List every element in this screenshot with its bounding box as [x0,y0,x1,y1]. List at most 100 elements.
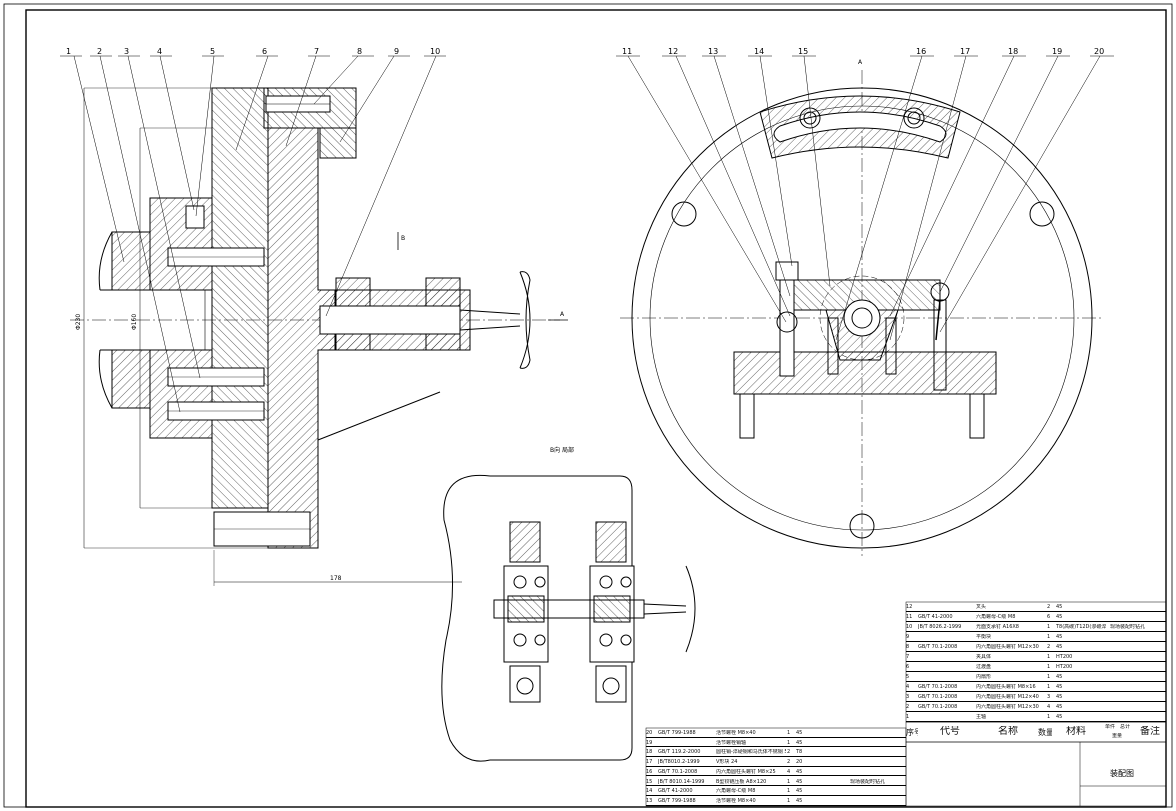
parts-cell-no: 12 [906,604,913,610]
parts-cell-qty: 4 [1047,704,1051,710]
parts-cell-mat: 45 [1056,704,1063,710]
parts-cell-name: V形块 24 [716,759,738,766]
balloon-15: 15 [798,47,808,56]
parts-cell-name: 过渡盘 [976,664,992,670]
balloon-5: 5 [210,47,215,56]
parts-cell-mat: 45 [796,730,803,736]
parts-cell-name: 夹具体 [976,654,992,660]
leader-lines-right [616,55,1114,341]
parts-cell-code: GB/T 70.1-2008 [918,694,958,700]
parts-row [906,692,1166,702]
parts-row [906,632,1166,642]
parts-cell-name: 平衡块 [976,634,992,640]
parts-cell-qty: 1 [787,797,791,804]
parts-row [646,738,906,748]
parts-cell-no: 8 [906,644,910,650]
balloon-13: 13 [708,47,718,56]
view-label-a: A [560,311,565,318]
parts-row [646,747,906,758]
parts-row [906,622,1166,632]
parts-cell-qty: 1 [1047,664,1051,670]
view-label-b: B [401,235,405,242]
parts-cell-qty: 1 [1047,624,1051,630]
parts-cell-no: 3 [906,694,910,700]
parts-cell-mat: HT200 [1056,654,1073,660]
parts-cell-qty: 2 [1047,644,1051,650]
balloon-12: 12 [668,47,678,56]
parts-row [906,602,1166,612]
parts-cell-mat: 45 [1056,684,1063,690]
parts-cell-no: 11 [906,614,913,620]
parts-row [646,757,906,767]
parts-cell-code: GB/T 70.1-2008 [918,704,958,710]
parts-cell-mat: 45 [796,778,803,785]
parts-cell-qty: 1 [787,730,791,736]
parts-cell-mat: 45 [1056,634,1063,640]
balloon-18: 18 [1008,47,1018,56]
leader-lines-left [60,55,446,413]
parts-cell-qty: 1 [1047,714,1051,720]
parts-cell-no: 20 [646,730,653,736]
parts-cell-mat: 45 [1056,714,1063,720]
parts-cell-no: 19 [646,739,653,746]
parts-cell-code: GB/T 119.2-2000 [658,749,701,756]
balloon-labels-left: 1 2 3 4 5 6 7 8 9 10 [66,47,440,56]
parts-cell-name: 内六角圆柱头螺钉 M8×16 [976,684,1036,690]
parts-row [646,786,906,796]
parts-cell-no: 1 [906,714,910,720]
parts-cell-name: 六角螺母-C级 M8 [716,788,756,795]
balloon-7: 7 [314,47,319,56]
parts-cell-code: JB/T8010.2-1999 [658,759,700,766]
parts-cell-qty: 2 [787,749,791,756]
parts-cell-name: 内六角圆柱头螺钉 M12×40 [976,694,1039,700]
parts-cell-no: 2 [906,704,910,710]
parts-cell-name: 活节螺栓销轴 [716,739,747,746]
parts-cell-qty: 1 [1047,634,1051,640]
parts-cell-name: 活节螺栓 M8×40 [716,797,756,804]
parts-cell-no: 10 [906,624,913,630]
dimension-texts: 178 Φ230 Φ160 B A A B向 局部 [75,59,863,582]
parts-cell-qty: 3 [1047,694,1051,700]
parts-cell-qty: 2 [787,759,791,766]
header-code: 代号 [940,726,960,737]
header-name: 名称 [998,726,1018,737]
balloon-1: 1 [66,47,71,56]
view-label-top: A [858,59,863,66]
parts-row [646,796,906,806]
front-view-right [620,70,1104,556]
balloon-16: 16 [916,47,926,56]
parts-cell-code: GB/T 41-2000 [658,788,693,795]
parts-row [906,702,1166,712]
parts-cell-name: 内扇形 [976,674,992,680]
parts-cell-mat: 45 [796,768,803,775]
parts-cell-no: 17 [646,759,653,766]
parts-row [646,777,906,787]
parts-cell-no: 6 [906,664,910,670]
balloon-10: 10 [430,47,440,56]
inner-frame [25,9,1167,808]
parts-cell-mat: 45 [1056,674,1063,680]
parts-cell-no: 14 [646,788,653,795]
parts-cell-no: 5 [906,674,910,680]
parts-row [906,662,1166,672]
parts-cell-qty: 1 [787,739,791,746]
header-unit-weight: 单件 [1105,724,1116,730]
balloon-20: 20 [1094,47,1104,56]
header-note: 备注 [1140,726,1160,737]
parts-cell-code: GB/T 799-1988 [658,730,696,736]
parts-row [906,652,1166,662]
parts-cell-qty: 1 [787,788,791,795]
parts-cell-name: B型铰链压板 A8×120 [716,778,767,785]
parts-cell-qty: 6 [1047,614,1051,620]
parts-row [906,682,1166,692]
parts-cell-mat: T8(高碳)T12D(渗碳淬) [1056,624,1106,630]
parts-cell-qty: 1 [1047,654,1051,660]
balloon-labels-right: 11 12 13 14 15 16 17 18 19 20 [622,47,1104,56]
parts-cell-mat: 45 [796,788,803,795]
parts-cell-mat: 45 [1056,604,1063,610]
parts-cell-no: 9 [906,634,910,640]
parts-cell-name: 圆柱销-淬硬钢和马氏体不锈钢 5×12 [716,749,786,756]
parts-cell-mat: HT200 [1056,664,1073,670]
parts-cell-qty: 1 [1047,684,1051,690]
balloon-3: 3 [124,47,129,56]
